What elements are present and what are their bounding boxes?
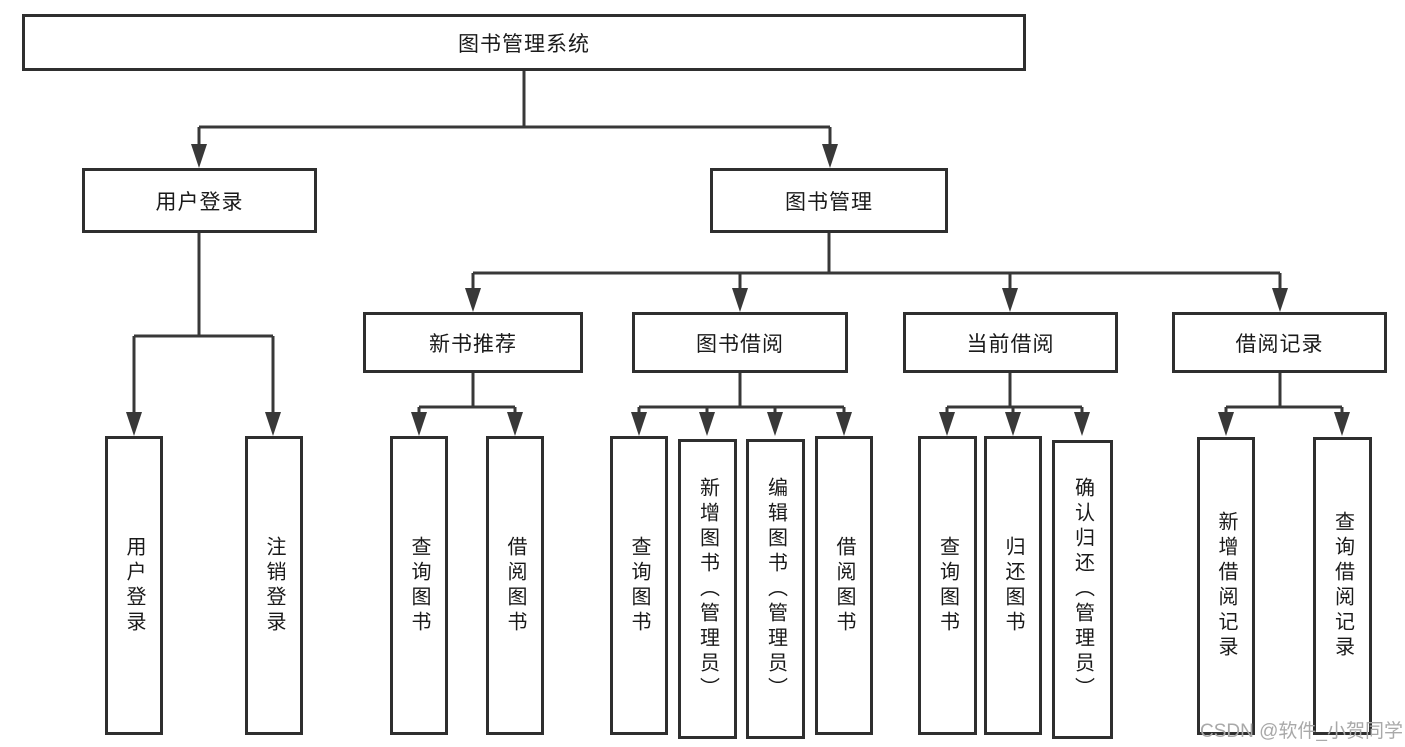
- node-current-borrowing-label: 当前借阅: [966, 332, 1055, 356]
- leaf-query-books-current-label: 查询图书: [936, 535, 959, 636]
- arrowhead: [631, 412, 647, 436]
- arrowhead: [767, 412, 783, 436]
- leaf-query-books-newbook: 查询图书: [390, 436, 448, 735]
- leaf-borrow-books-newbook: 借阅图书: [486, 436, 544, 735]
- leaf-logout-label: 注销登录: [263, 535, 285, 636]
- node-user-login: 用户登录: [82, 168, 317, 233]
- leaf-borrow-books-label: 借阅图书: [833, 535, 855, 636]
- branch-current-borrow: [939, 373, 1090, 436]
- leaf-add-book-admin-label: 新增图书（管理员）: [696, 476, 719, 702]
- node-new-book-recommendation: 新书推荐: [363, 312, 583, 373]
- leaf-edit-book-admin: 编辑图书（管理员）: [746, 439, 805, 739]
- leaf-return-books-label: 归还图书: [1002, 535, 1024, 636]
- leaf-add-book-admin: 新增图书（管理员）: [678, 439, 737, 739]
- arrowhead: [1074, 412, 1090, 436]
- csdn-watermark: CSDN @软件_小贺同学: [1200, 721, 1403, 742]
- arrowhead: [1218, 412, 1234, 436]
- node-book-management-label: 图书管理: [785, 190, 873, 214]
- leaf-query-books-current: 查询图书: [918, 436, 977, 735]
- arrowhead: [699, 412, 715, 436]
- node-borrowing-records: 借阅记录: [1172, 312, 1387, 373]
- branch-root: [191, 71, 838, 168]
- arrowhead: [265, 412, 281, 436]
- leaf-query-books-newbook-label: 查询图书: [408, 535, 430, 636]
- leaf-query-borrow-record: 查询借阅记录: [1313, 437, 1372, 735]
- leaf-query-books-borrow-label: 查询图书: [628, 535, 650, 636]
- leaf-confirm-return-admin: 确认归还（管理员）: [1052, 440, 1113, 739]
- node-new-book-recommendation-label: 新书推荐: [429, 332, 517, 356]
- leaf-logout: 注销登录: [245, 436, 303, 735]
- arrowhead: [507, 412, 523, 436]
- leaf-query-books-borrow: 查询图书: [610, 436, 668, 735]
- branch-book-management: [465, 233, 1288, 312]
- leaf-user-login-label: 用户登录: [123, 535, 145, 636]
- leaf-borrow-books-newbook-label: 借阅图书: [504, 535, 526, 636]
- arrowhead: [465, 288, 481, 312]
- arrowhead: [1334, 412, 1350, 436]
- arrowhead: [191, 144, 207, 168]
- leaf-return-books: 归还图书: [984, 436, 1042, 735]
- node-borrowing-records-label: 借阅记录: [1235, 332, 1324, 356]
- node-book-management-system-label: 图书管理系统: [458, 32, 590, 56]
- leaf-add-borrow-record: 新增借阅记录: [1197, 437, 1255, 735]
- node-book-management-system: 图书管理系统: [22, 14, 1026, 71]
- branch-book-borrow: [631, 373, 852, 436]
- node-book-borrowing-label: 图书借阅: [696, 332, 784, 356]
- leaf-edit-book-admin-label: 编辑图书（管理员）: [764, 476, 787, 702]
- arrowhead: [1002, 288, 1018, 312]
- arrowhead: [732, 288, 748, 312]
- branch-new-book: [411, 373, 523, 436]
- arrowhead: [126, 412, 142, 436]
- branch-borrow-record: [1218, 373, 1350, 436]
- arrowhead: [836, 412, 852, 436]
- leaf-confirm-return-admin-label: 确认归还（管理员）: [1071, 477, 1094, 702]
- leaf-add-borrow-record-label: 新增借阅记录: [1215, 511, 1237, 661]
- arrowhead: [1272, 288, 1288, 312]
- arrowhead: [822, 144, 838, 168]
- leaf-borrow-books: 借阅图书: [815, 436, 873, 735]
- branch-user-login: [126, 233, 281, 436]
- node-book-management: 图书管理: [710, 168, 948, 233]
- arrowhead: [1005, 412, 1021, 436]
- arrowhead: [411, 412, 427, 436]
- arrowhead: [939, 412, 955, 436]
- leaf-query-borrow-record-label: 查询借阅记录: [1331, 511, 1354, 661]
- node-user-login-label: 用户登录: [155, 190, 244, 214]
- node-current-borrowing: 当前借阅: [903, 312, 1118, 373]
- leaf-user-login: 用户登录: [105, 436, 163, 735]
- node-book-borrowing: 图书借阅: [632, 312, 848, 373]
